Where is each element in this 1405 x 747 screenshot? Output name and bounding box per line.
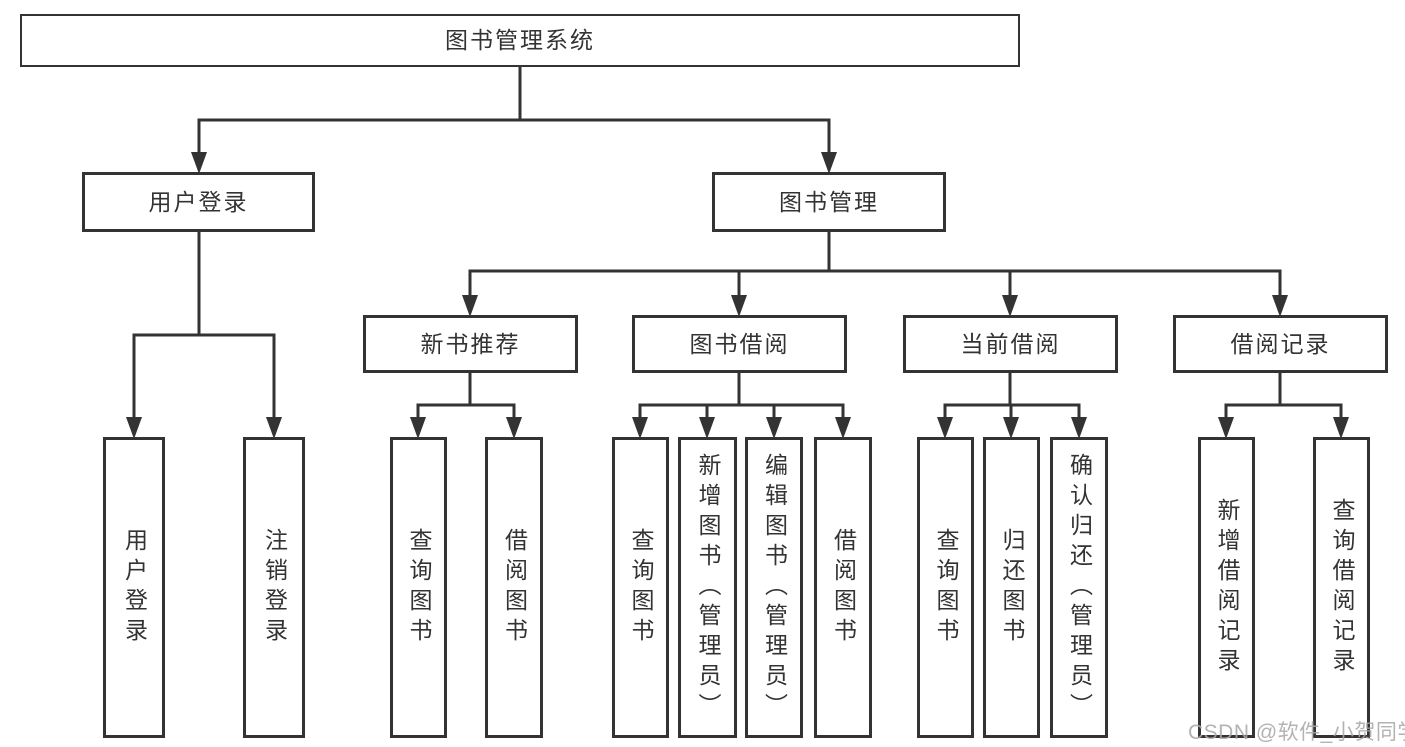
node-label: 借阅图书 [501,527,528,648]
arrowhead-down-icon [506,417,522,439]
connector-borrow-record-children [1218,371,1349,439]
connector-line [416,371,516,423]
arrowhead-down-icon [632,417,648,439]
arrowhead-down-icon [462,295,478,317]
node-label: 用户登录 [121,527,148,648]
leaf-add-borrow-record: 新增借阅记录 [1198,437,1255,738]
node-label: 新增借阅记录 [1214,497,1240,678]
node-library-system: 图书管理系统 [20,14,1020,67]
arrowhead-down-icon [699,417,715,439]
node-label: 查询借阅记录 [1329,497,1355,678]
node-label: 编辑图书（管理员） [761,452,788,723]
arrowhead-down-icon [1333,417,1349,439]
arrowhead-down-icon [266,417,282,439]
node-label: 查询图书 [933,527,959,648]
node-label: 注销登录 [261,527,288,648]
node-label: 用户登录 [148,188,249,215]
connector-user-login-children [126,230,282,439]
connector-current-borrow-children [937,371,1087,439]
leaf-query-books-borrow: 查询图书 [612,437,669,738]
leaf-confirm-return-admin: 确认归还（管理员） [1050,437,1108,738]
arrowhead-down-icon [126,417,142,439]
connector-book-management-children [462,230,1288,317]
arrowhead-down-icon [1071,417,1087,439]
node-label: 图书借阅 [689,330,790,357]
node-label: 当前借阅 [960,330,1061,357]
node-new-book-recommend: 新书推荐 [363,315,578,373]
arrowhead-down-icon [191,152,207,174]
node-label: 图书管理 [779,188,879,215]
arrowhead-down-icon [821,152,837,174]
leaf-user-login: 用户登录 [103,437,165,738]
arrowhead-down-icon [835,417,851,439]
node-label: 借阅图书 [830,527,857,648]
node-current-borrowing: 当前借阅 [903,315,1118,373]
leaf-edit-book-admin: 编辑图书（管理员） [745,437,803,738]
arrowhead-down-icon [1003,417,1019,439]
node-label: 归还图书 [999,527,1025,648]
leaf-query-borrow-record: 查询借阅记录 [1313,437,1370,738]
node-book-management: 图书管理 [712,172,946,232]
node-book-borrowing: 图书借阅 [632,315,847,373]
csdn-watermark: CSDN @软件_小贺同学 [1188,721,1405,744]
arrowhead-down-icon [766,417,782,439]
node-label: 查询图书 [406,527,432,648]
connector-book-borrowing-children [632,371,851,439]
node-label: 新增图书（管理员） [695,452,721,723]
connector-line [943,371,1081,423]
arrowhead-down-icon [410,417,426,439]
leaf-query-books-recommend: 查询图书 [390,437,447,738]
node-label: 查询图书 [628,527,654,648]
node-borrowing-records: 借阅记录 [1173,315,1388,373]
connector-new-book-children [410,371,522,439]
connector-line [638,371,845,423]
connector-line [132,230,276,423]
connector-line [468,230,1282,301]
node-label: 新书推荐 [420,330,521,357]
connector-line [197,65,831,158]
node-label: 图书管理系统 [445,27,595,53]
leaf-borrow-books: 借阅图书 [814,437,872,738]
arrowhead-down-icon [1272,295,1288,317]
connector-root-to-level2 [191,65,837,174]
leaf-logout: 注销登录 [243,437,305,738]
node-label: 借阅记录 [1230,330,1331,357]
arrowhead-down-icon [731,295,747,317]
connector-line [1224,371,1343,423]
arrowhead-down-icon [1218,417,1234,439]
arrowhead-down-icon [1002,295,1018,317]
leaf-add-book-admin: 新增图书（管理员） [678,437,737,738]
leaf-borrow-books-recommend: 借阅图书 [485,437,543,738]
leaf-query-books-current: 查询图书 [917,437,974,738]
leaf-return-books: 归还图书 [983,437,1040,738]
arrowhead-down-icon [937,417,953,439]
node-label: 确认归还（管理员） [1066,452,1093,723]
node-user-login: 用户登录 [82,172,315,232]
